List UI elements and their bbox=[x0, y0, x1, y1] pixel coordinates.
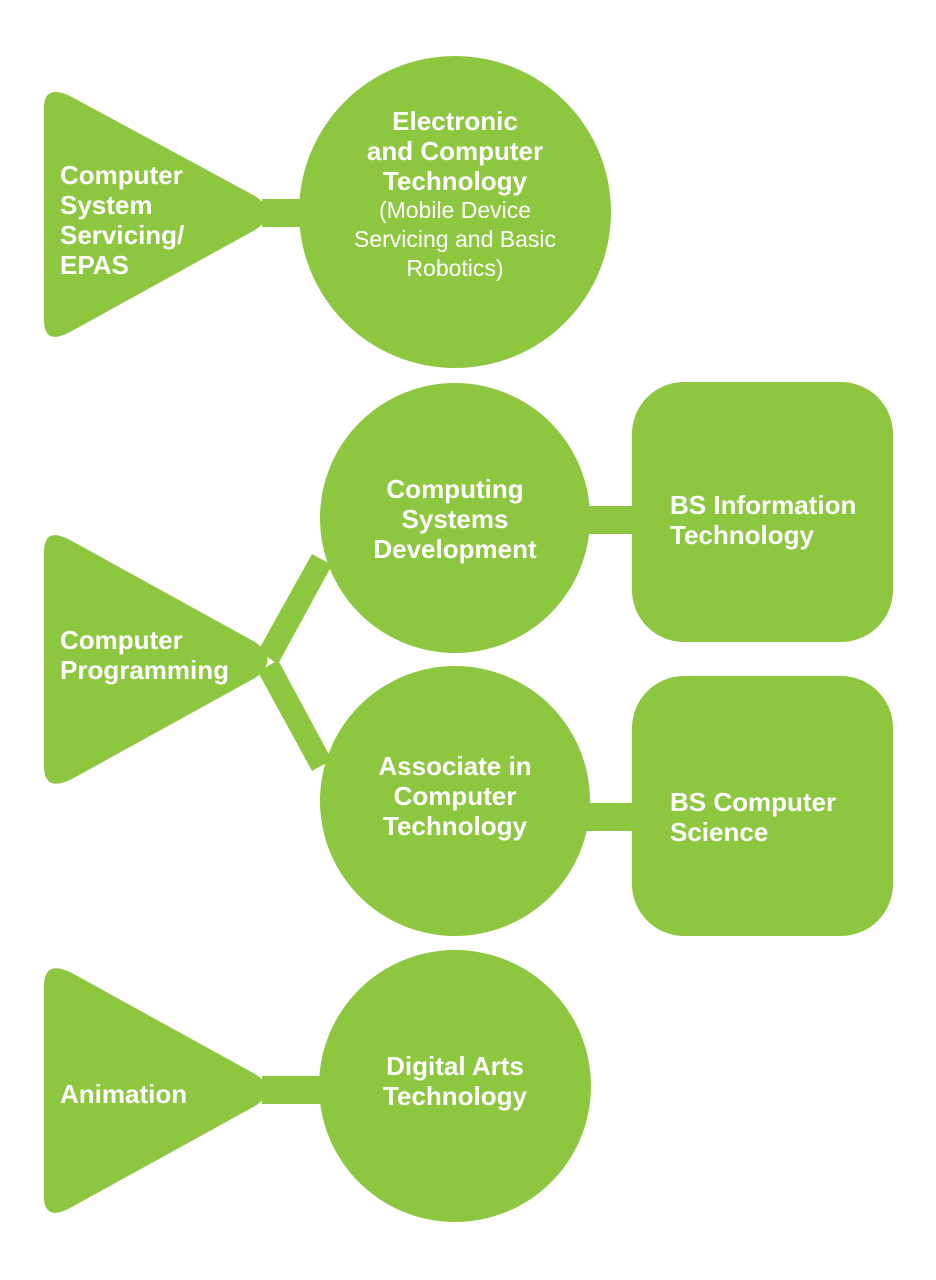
strand-label-line: Computer bbox=[60, 160, 183, 190]
strand-label-line: Programming bbox=[60, 655, 230, 685]
strand-label-line: Servicing/ bbox=[60, 220, 185, 250]
strand-label-line: System bbox=[60, 190, 153, 220]
track-circle-associate-computer-technology bbox=[320, 666, 590, 936]
specialization-title-line: and Computer bbox=[366, 136, 544, 166]
strand-label-computer-programming: Computer Programming bbox=[60, 625, 229, 685]
strand-label-line: Animation bbox=[60, 1079, 188, 1109]
track-label-line: Associate in bbox=[378, 751, 532, 781]
strand-label-line: EPAS bbox=[60, 250, 129, 280]
specialization-circle-electronic-computer-technology bbox=[299, 56, 611, 368]
degree-label-line: Technology bbox=[670, 520, 814, 550]
specialization-title-line: Technology bbox=[383, 166, 527, 196]
track-label-line: Computer bbox=[393, 781, 517, 811]
strand-triangle-animation bbox=[44, 968, 268, 1213]
branch-connector-upper bbox=[258, 554, 332, 664]
specialization-circle-digital-arts-technology bbox=[319, 950, 591, 1222]
degree-box-bs-information-technology bbox=[632, 382, 893, 642]
track-label-line: Systems bbox=[401, 504, 509, 534]
branch-connector-lower bbox=[258, 660, 332, 771]
track-label-associate-computer-technology: Associate in Computer Technology bbox=[334, 751, 576, 841]
strand-triangle-computer-system-servicing bbox=[44, 92, 268, 337]
track-label-line: Technology bbox=[383, 811, 527, 841]
degree-label-line: BS Computer bbox=[670, 787, 837, 817]
strand-label-computer-system-servicing: Computer System Servicing/ EPAS bbox=[60, 160, 184, 280]
degree-box-bs-computer-science bbox=[632, 676, 893, 936]
specialization-title-line: Electronic bbox=[392, 106, 518, 136]
specialization-note-line: Servicing and Basic bbox=[354, 226, 556, 252]
track-label-computing-systems-development: Computing Systems Development bbox=[334, 474, 576, 564]
strand-label-line: Computer bbox=[60, 625, 183, 655]
specialization-note-line: Robotics) bbox=[406, 255, 504, 281]
track-circle-computing-systems-development bbox=[320, 383, 590, 653]
degree-label-bs-information-technology: BS Information Technology bbox=[670, 490, 856, 550]
connector-line bbox=[262, 1076, 328, 1104]
degree-label-line: BS Information bbox=[670, 490, 857, 520]
strand-triangle-computer-programming bbox=[44, 535, 268, 784]
specialization-label-electronic-computer-technology: Electronic and Computer Technology (Mobi… bbox=[317, 106, 593, 283]
strand-label-animation: Animation bbox=[60, 1079, 187, 1109]
degree-label-line: Science bbox=[670, 817, 769, 847]
specialization-title-line: Digital Arts bbox=[386, 1051, 524, 1081]
track-label-line: Computing bbox=[386, 474, 524, 504]
specialization-label-digital-arts-technology: Digital Arts Technology bbox=[334, 1051, 576, 1111]
track-label-line: Development bbox=[373, 534, 537, 564]
degree-label-bs-computer-science: BS Computer Science bbox=[670, 787, 836, 847]
specialization-title-line: Technology bbox=[383, 1081, 527, 1111]
specialization-note-line: (Mobile Device bbox=[378, 197, 532, 223]
